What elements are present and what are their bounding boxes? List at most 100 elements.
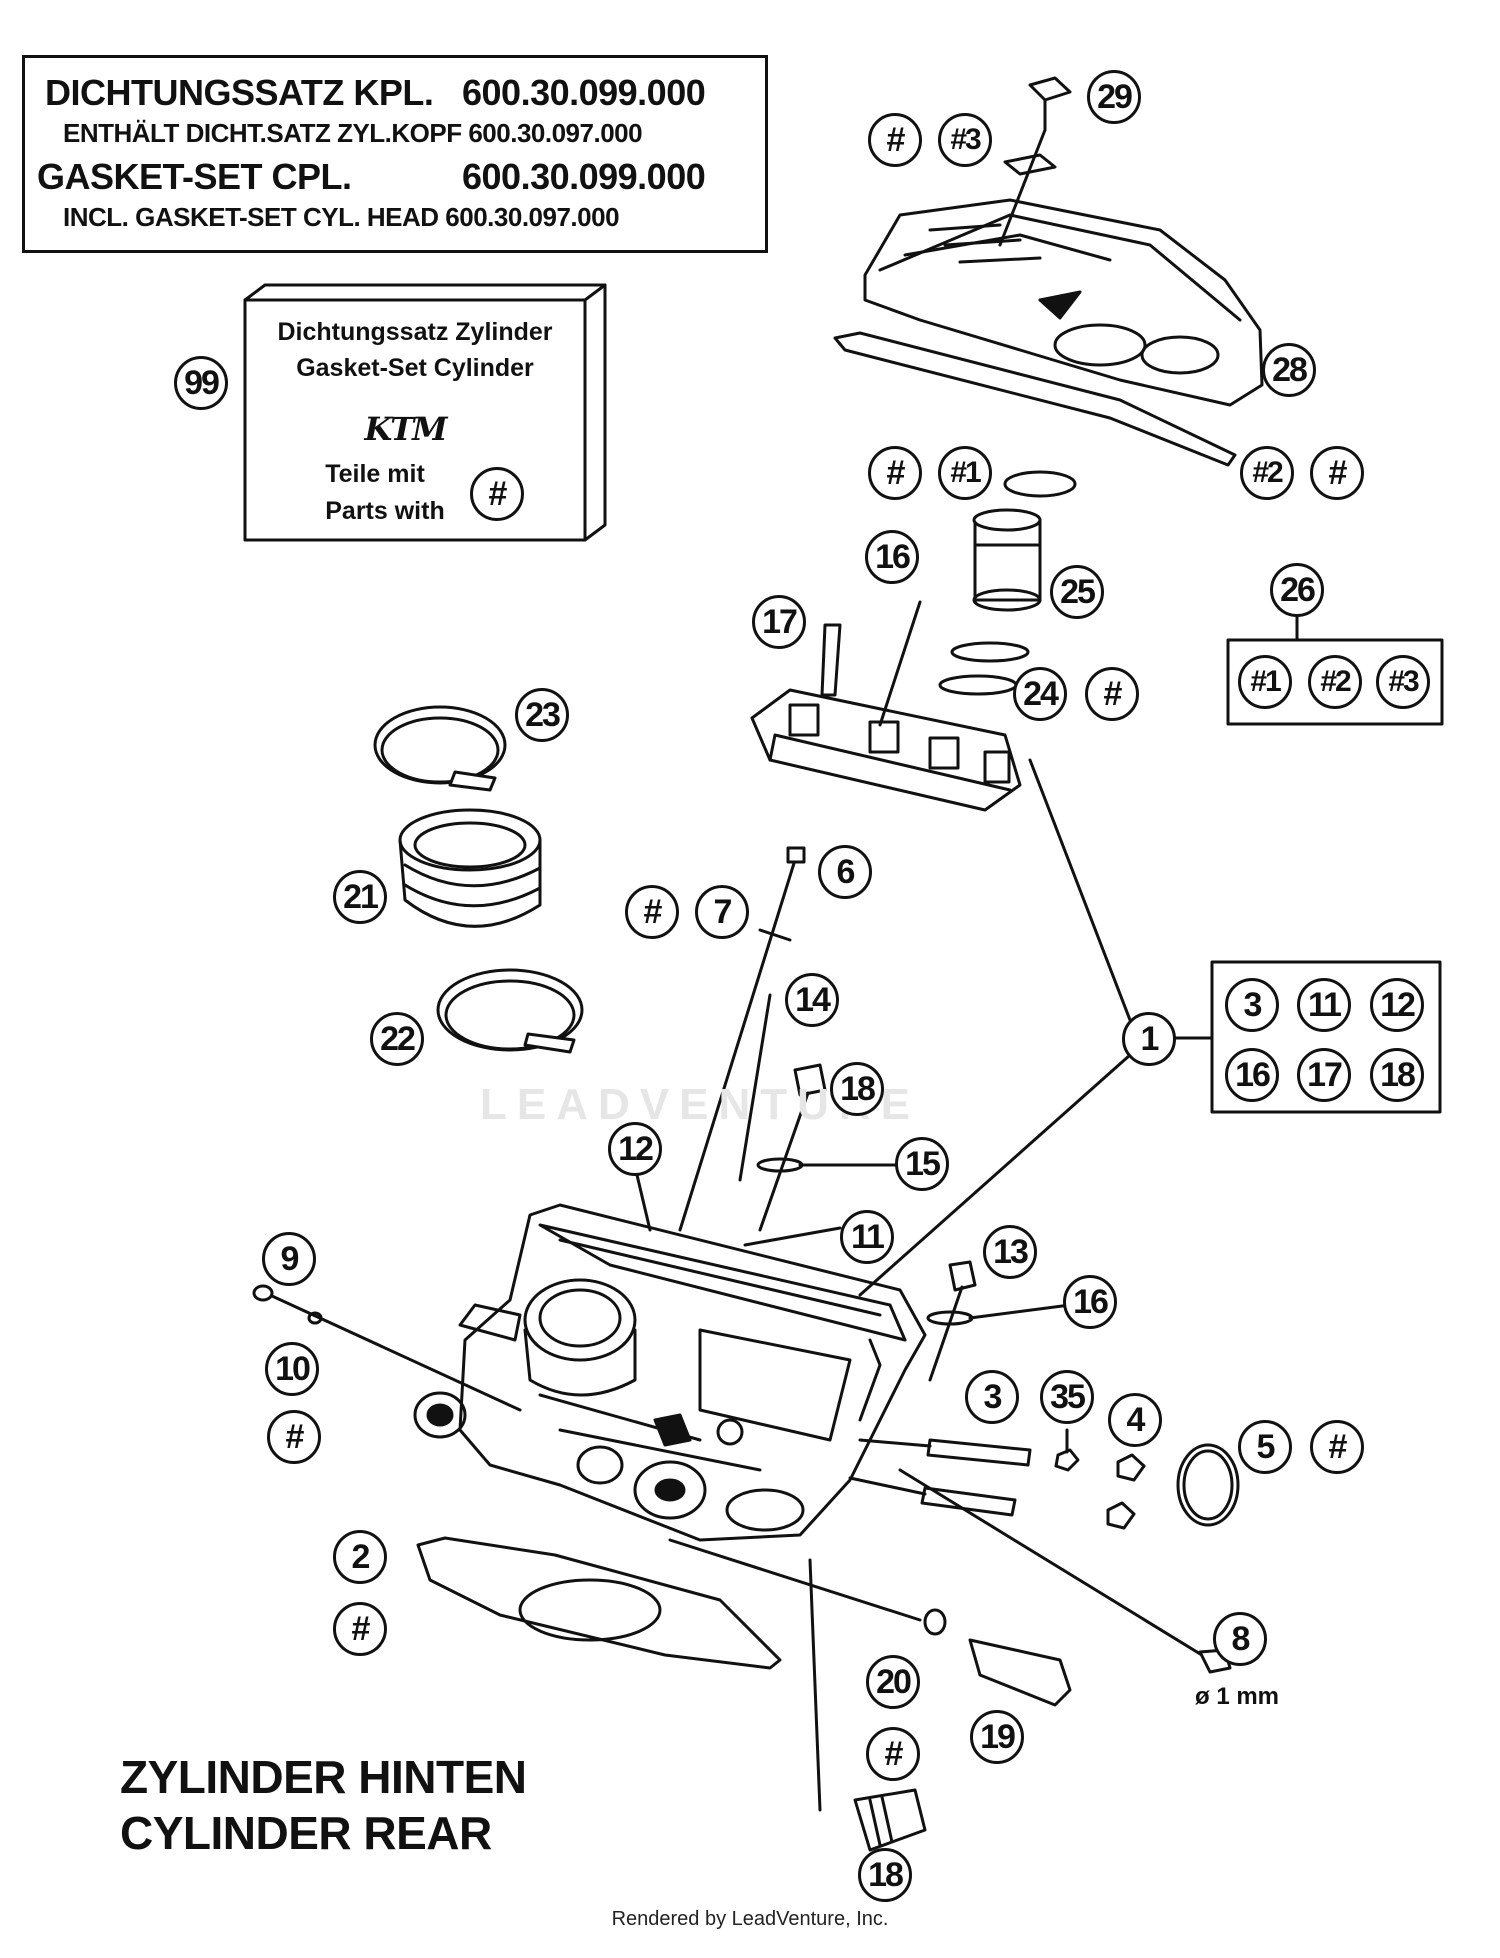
callout-hash-b: # — [868, 446, 922, 500]
callout-28: 28 — [1262, 343, 1316, 397]
o-ring-lower — [938, 674, 1018, 696]
callout-hash-g: # — [1310, 1420, 1364, 1474]
leader-12 — [635, 1173, 652, 1232]
cylinder-head — [413, 1203, 927, 1542]
group-mid-item-3: 3 — [1225, 978, 1279, 1032]
bolt-17 — [820, 623, 842, 697]
wire-diameter-note: ø 1 mm — [1195, 1683, 1280, 1710]
callout-hash-h: # — [333, 1602, 387, 1656]
callout-19: 19 — [970, 1710, 1024, 1764]
callout-8: 8 — [1213, 1612, 1267, 1666]
callout-15: 15 — [895, 1137, 949, 1191]
callout-22: 22 — [370, 1012, 424, 1066]
kit-box-line1: Dichtungssatz Zylinder — [277, 318, 553, 346]
group-mid-item-12: 12 — [1370, 978, 1424, 1032]
title-line2: ENTHÄLT DICHT.SATZ ZYL.KOPF 600.30.097.0… — [63, 118, 643, 148]
plug-18 — [853, 1788, 927, 1852]
nut-6 — [786, 846, 806, 864]
caption-line2: CYLINDER REAR — [120, 1807, 492, 1859]
title-line4: INCL. GASKET-SET CYL. HEAD 600.30.097.00… — [63, 202, 620, 232]
o-ring-5 — [1176, 1443, 1240, 1527]
plug-9 — [252, 1284, 274, 1302]
washer-7 — [758, 928, 792, 942]
valve-cover — [863, 198, 1264, 407]
callout-6: 6 — [818, 845, 872, 899]
leader-1 — [1028, 758, 1132, 1022]
callout-h2: #2 — [1240, 446, 1294, 500]
plug-18-leader — [808, 1558, 822, 1812]
cover-gasket — [833, 331, 1237, 467]
bolt-18 — [793, 1063, 827, 1097]
gasket-kit-box — [243, 283, 607, 542]
leader-11 — [743, 1226, 842, 1247]
callout-16-low: 16 — [1063, 1275, 1117, 1329]
rod-6 — [678, 858, 797, 1232]
gasket-set-title-box: DICHTUNGSSATZ KPL. 600.30.099.000 ENTHÄL… — [22, 55, 768, 253]
ktm-logo: KTM — [364, 410, 447, 448]
callout-25: 25 — [1050, 565, 1104, 619]
callout-hash-e: # — [625, 885, 679, 939]
nut-4a — [1116, 1453, 1146, 1482]
callout-hash-c: # — [1310, 446, 1364, 500]
callout-16-top: 16 — [865, 530, 919, 584]
head-gasket — [416, 1536, 782, 1670]
rod-14 — [738, 993, 772, 1182]
kit-box-symbol: # — [470, 467, 524, 521]
group-box-top — [1226, 638, 1444, 726]
callout-14: 14 — [785, 973, 839, 1027]
kit-box-line2: Gasket-Set Cylinder — [296, 354, 534, 382]
kit-box-line4: Parts with — [325, 497, 445, 525]
callout-17: 17 — [752, 595, 806, 649]
callout-h3: #3 — [938, 113, 992, 167]
callout-1: 1 — [1122, 1012, 1176, 1066]
caption-line1: ZYLINDER HINTEN — [120, 1751, 527, 1803]
group-mid-item-17: 17 — [1297, 1048, 1351, 1102]
wire-8 — [898, 1468, 1212, 1662]
title-line3-number: 600.30.099.000 — [462, 156, 706, 197]
group-top-item-3: #3 — [1376, 655, 1430, 709]
intake-flange — [398, 808, 542, 928]
group-mid-item-18: 18 — [1370, 1048, 1424, 1102]
callout-24: 24 — [1013, 667, 1067, 721]
callout-26: 26 — [1270, 563, 1324, 617]
o-ring-upper — [950, 641, 1030, 663]
camshaft-bridge — [750, 688, 1022, 812]
callout-4: 4 — [1108, 1393, 1162, 1447]
bolt-13 — [948, 1260, 977, 1292]
callout-11: 11 — [840, 1210, 894, 1264]
callout-2: 2 — [333, 1530, 387, 1584]
callout-7: 7 — [695, 885, 749, 939]
callout-20: 20 — [866, 1655, 920, 1709]
group-top-item-1: #1 — [1238, 655, 1292, 709]
hose-clamp-23 — [373, 705, 507, 792]
dowel-pins — [848, 1438, 1032, 1517]
callout-21: 21 — [333, 870, 387, 924]
callout-hash-f: # — [267, 1410, 321, 1464]
callout-99: 99 — [174, 356, 228, 410]
callout-3: 3 — [965, 1370, 1019, 1424]
callout-35: 35 — [1040, 1370, 1094, 1424]
spark-plug-tube — [972, 508, 1042, 612]
breather-fitting — [998, 76, 1072, 247]
callout-18-mid: 18 — [830, 1062, 884, 1116]
title-line1-number: 600.30.099.000 — [462, 72, 706, 113]
callout-23: 23 — [515, 688, 569, 742]
callout-18-bottom: 18 — [858, 1848, 912, 1902]
footer-credit: Rendered by LeadVenture, Inc. — [611, 1908, 889, 1930]
nut-4b — [1106, 1501, 1136, 1530]
seal-ring — [1003, 470, 1077, 498]
title-line3-label: GASKET-SET CPL. — [37, 156, 352, 197]
callout-5: 5 — [1238, 1420, 1292, 1474]
leader-1b — [858, 1053, 1132, 1297]
temp-sensor-19 — [968, 1638, 1072, 1707]
callout-9: 9 — [262, 1232, 316, 1286]
callout-hash-i: # — [866, 1727, 920, 1781]
group-mid-item-16: 16 — [1225, 1048, 1279, 1102]
callout-13: 13 — [983, 1225, 1037, 1279]
hose-clamp-22 — [436, 968, 584, 1054]
callout-10: 10 — [265, 1342, 319, 1396]
bolt-16-shaft — [878, 600, 922, 727]
callout-hash-a: # — [868, 113, 922, 167]
sensor-line — [668, 1538, 922, 1622]
